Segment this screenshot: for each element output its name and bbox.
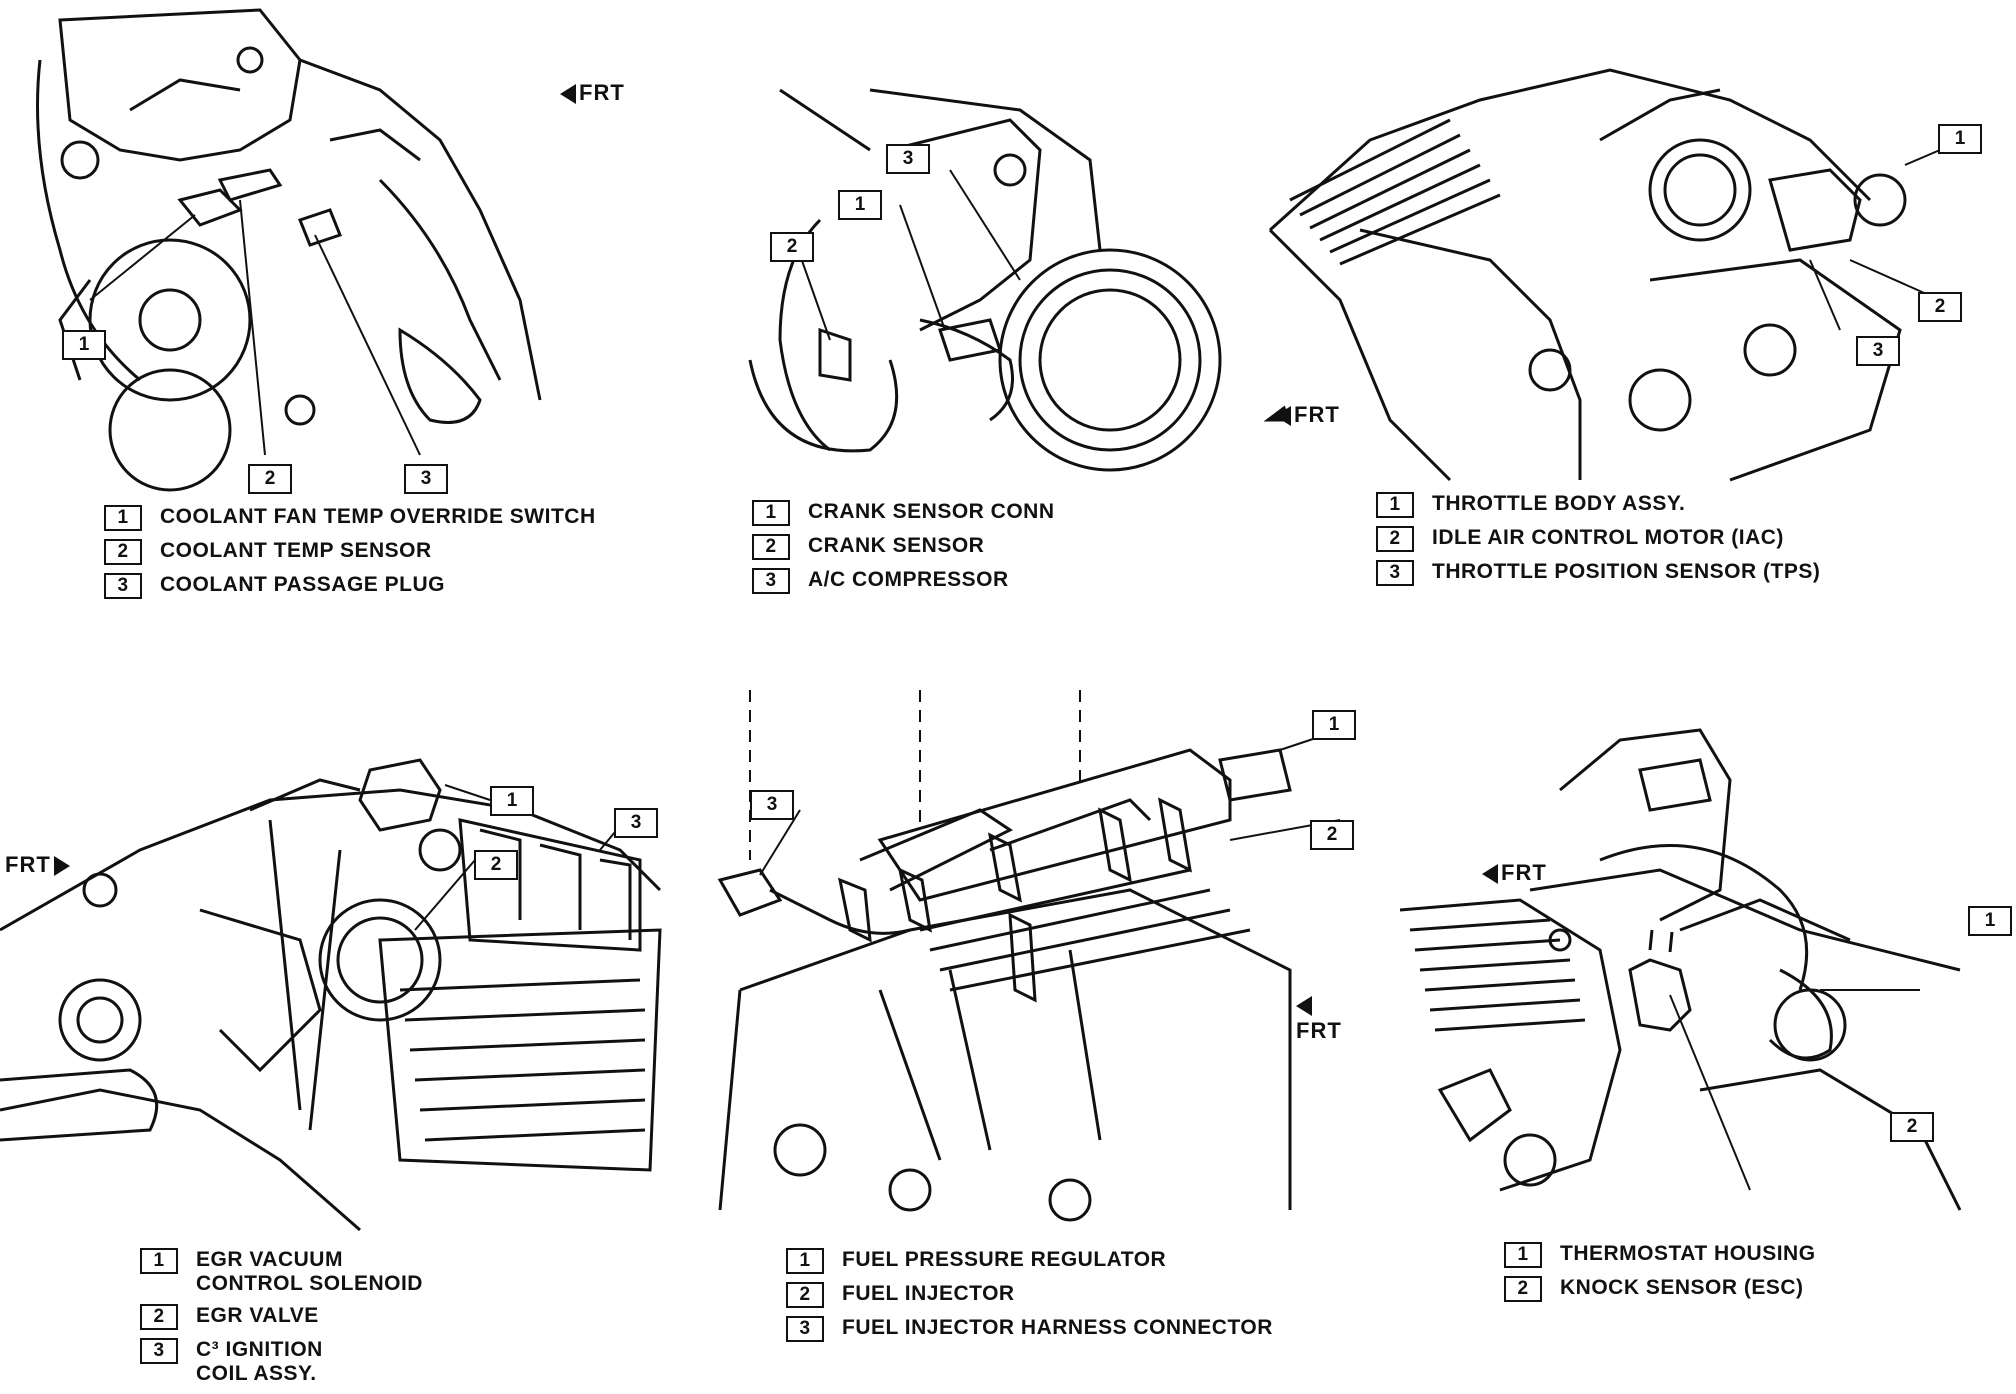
- front-arrow-icon: [1275, 406, 1291, 427]
- callout-3: 3: [1856, 336, 1900, 366]
- front-arrow-icon: [1482, 864, 1498, 885]
- callout-1: 1: [490, 786, 534, 816]
- callout-2: 2: [248, 464, 292, 494]
- callout-2: 2: [1310, 820, 1354, 850]
- callout-3: 3: [404, 464, 448, 494]
- coolant-engine-illustration: [36, 8, 542, 492]
- frt-arrow-label: FRT: [1296, 992, 1350, 1044]
- callout-3: 3: [886, 144, 930, 174]
- front-arrow-icon: [1296, 996, 1312, 1017]
- callout-1: 1: [1312, 710, 1356, 740]
- callout-2: 2: [770, 232, 814, 262]
- callout-1: 1: [1938, 124, 1982, 154]
- crank-sensor-illustration: [748, 88, 1222, 472]
- callout-1: 1: [1968, 906, 2012, 936]
- front-arrow-icon: [53, 856, 70, 877]
- front-arrow-icon: [560, 84, 576, 105]
- callout-3: 3: [614, 808, 658, 838]
- callout-1: 1: [62, 330, 106, 360]
- callout-2: 2: [1918, 292, 1962, 322]
- frt-arrow-label: FRT: [1275, 402, 1340, 428]
- frt-arrow-label: FRT: [1482, 860, 1547, 886]
- frt-arrow-label: FRT: [5, 852, 70, 878]
- callout-2: 2: [1890, 1112, 1934, 1142]
- egr-ignition-illustration: [0, 758, 662, 1232]
- callout-1: 1: [838, 190, 882, 220]
- callout-2: 2: [474, 850, 518, 880]
- fuel-rail-illustration: [717, 690, 1341, 1222]
- frt-arrow-label: FRT: [560, 80, 625, 106]
- thermostat-knock-sensor-illustration: [1400, 728, 1962, 1211]
- throttle-body-illustration: [1263, 68, 1941, 482]
- callout-3: 3: [750, 790, 794, 820]
